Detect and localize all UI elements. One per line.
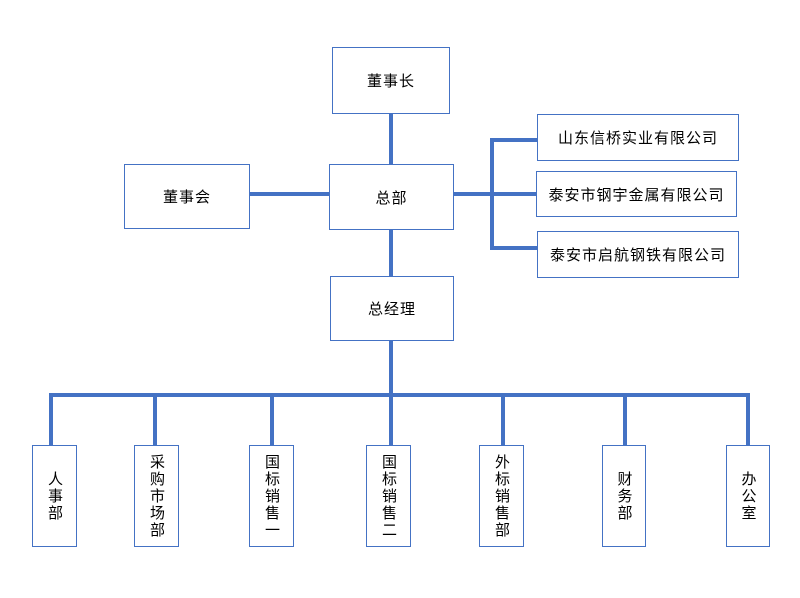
node-dept-finance: 财务部 [602, 445, 646, 547]
node-company1-label: 山东信桥实业有限公司 [557, 130, 718, 147]
node-dept-hr-label: 人事部 [46, 470, 63, 522]
node-dept-external-sales-label: 外标销售部 [493, 453, 510, 539]
connector-bus-dept6 [623, 393, 627, 445]
connector-bus-dept5 [501, 393, 505, 445]
node-dept-gb-sales-1: 国标销售一 [249, 445, 294, 547]
connector-bus-dept3 [270, 393, 274, 445]
node-headquarters-label: 总部 [375, 189, 408, 207]
node-dept-office-label: 办公室 [739, 470, 757, 522]
node-board: 董事会 [124, 164, 250, 229]
node-dept-gb-sales-2-label: 国标销售二 [380, 453, 397, 539]
node-general-manager-label: 总经理 [367, 301, 416, 318]
node-company2-label: 泰安市钢宇金属有限公司 [548, 186, 725, 204]
connector-departments-bus [49, 393, 750, 397]
node-company3-label: 泰安市启航钢铁有限公司 [549, 247, 726, 264]
connector-bus-dept1 [49, 393, 53, 445]
connector-bus-dept2 [153, 393, 157, 445]
node-chairman: 董事长 [332, 47, 450, 114]
node-dept-finance-label: 财务部 [615, 470, 633, 522]
node-company1: 山东信桥实业有限公司 [537, 114, 739, 161]
connector-chairman-hq [389, 114, 393, 164]
node-dept-office: 办公室 [726, 445, 770, 547]
node-chairman-label: 董事长 [366, 73, 415, 90]
node-company2: 泰安市钢宇金属有限公司 [536, 171, 737, 217]
node-dept-gb-sales-2: 国标销售二 [366, 445, 411, 547]
connector-bracket-company3 [490, 246, 537, 250]
connector-companies-bracket [490, 138, 494, 250]
node-general-manager: 总经理 [330, 276, 454, 341]
node-dept-purchasing-market: 采购市场部 [134, 445, 179, 547]
connector-bus-dept7 [746, 393, 750, 445]
node-company3: 泰安市启航钢铁有限公司 [537, 231, 739, 278]
connector-bracket-company1 [490, 138, 537, 142]
node-dept-external-sales: 外标销售部 [479, 445, 524, 547]
connector-board-hq [250, 192, 329, 196]
connector-hq-gm [389, 230, 393, 276]
node-dept-purchasing-market-label: 采购市场部 [148, 453, 165, 539]
node-dept-gb-sales-1-label: 国标销售一 [263, 453, 280, 539]
node-board-label: 董事会 [162, 189, 211, 206]
node-headquarters: 总部 [329, 164, 454, 230]
node-dept-hr: 人事部 [32, 445, 77, 547]
connector-hq-companies [454, 192, 537, 196]
